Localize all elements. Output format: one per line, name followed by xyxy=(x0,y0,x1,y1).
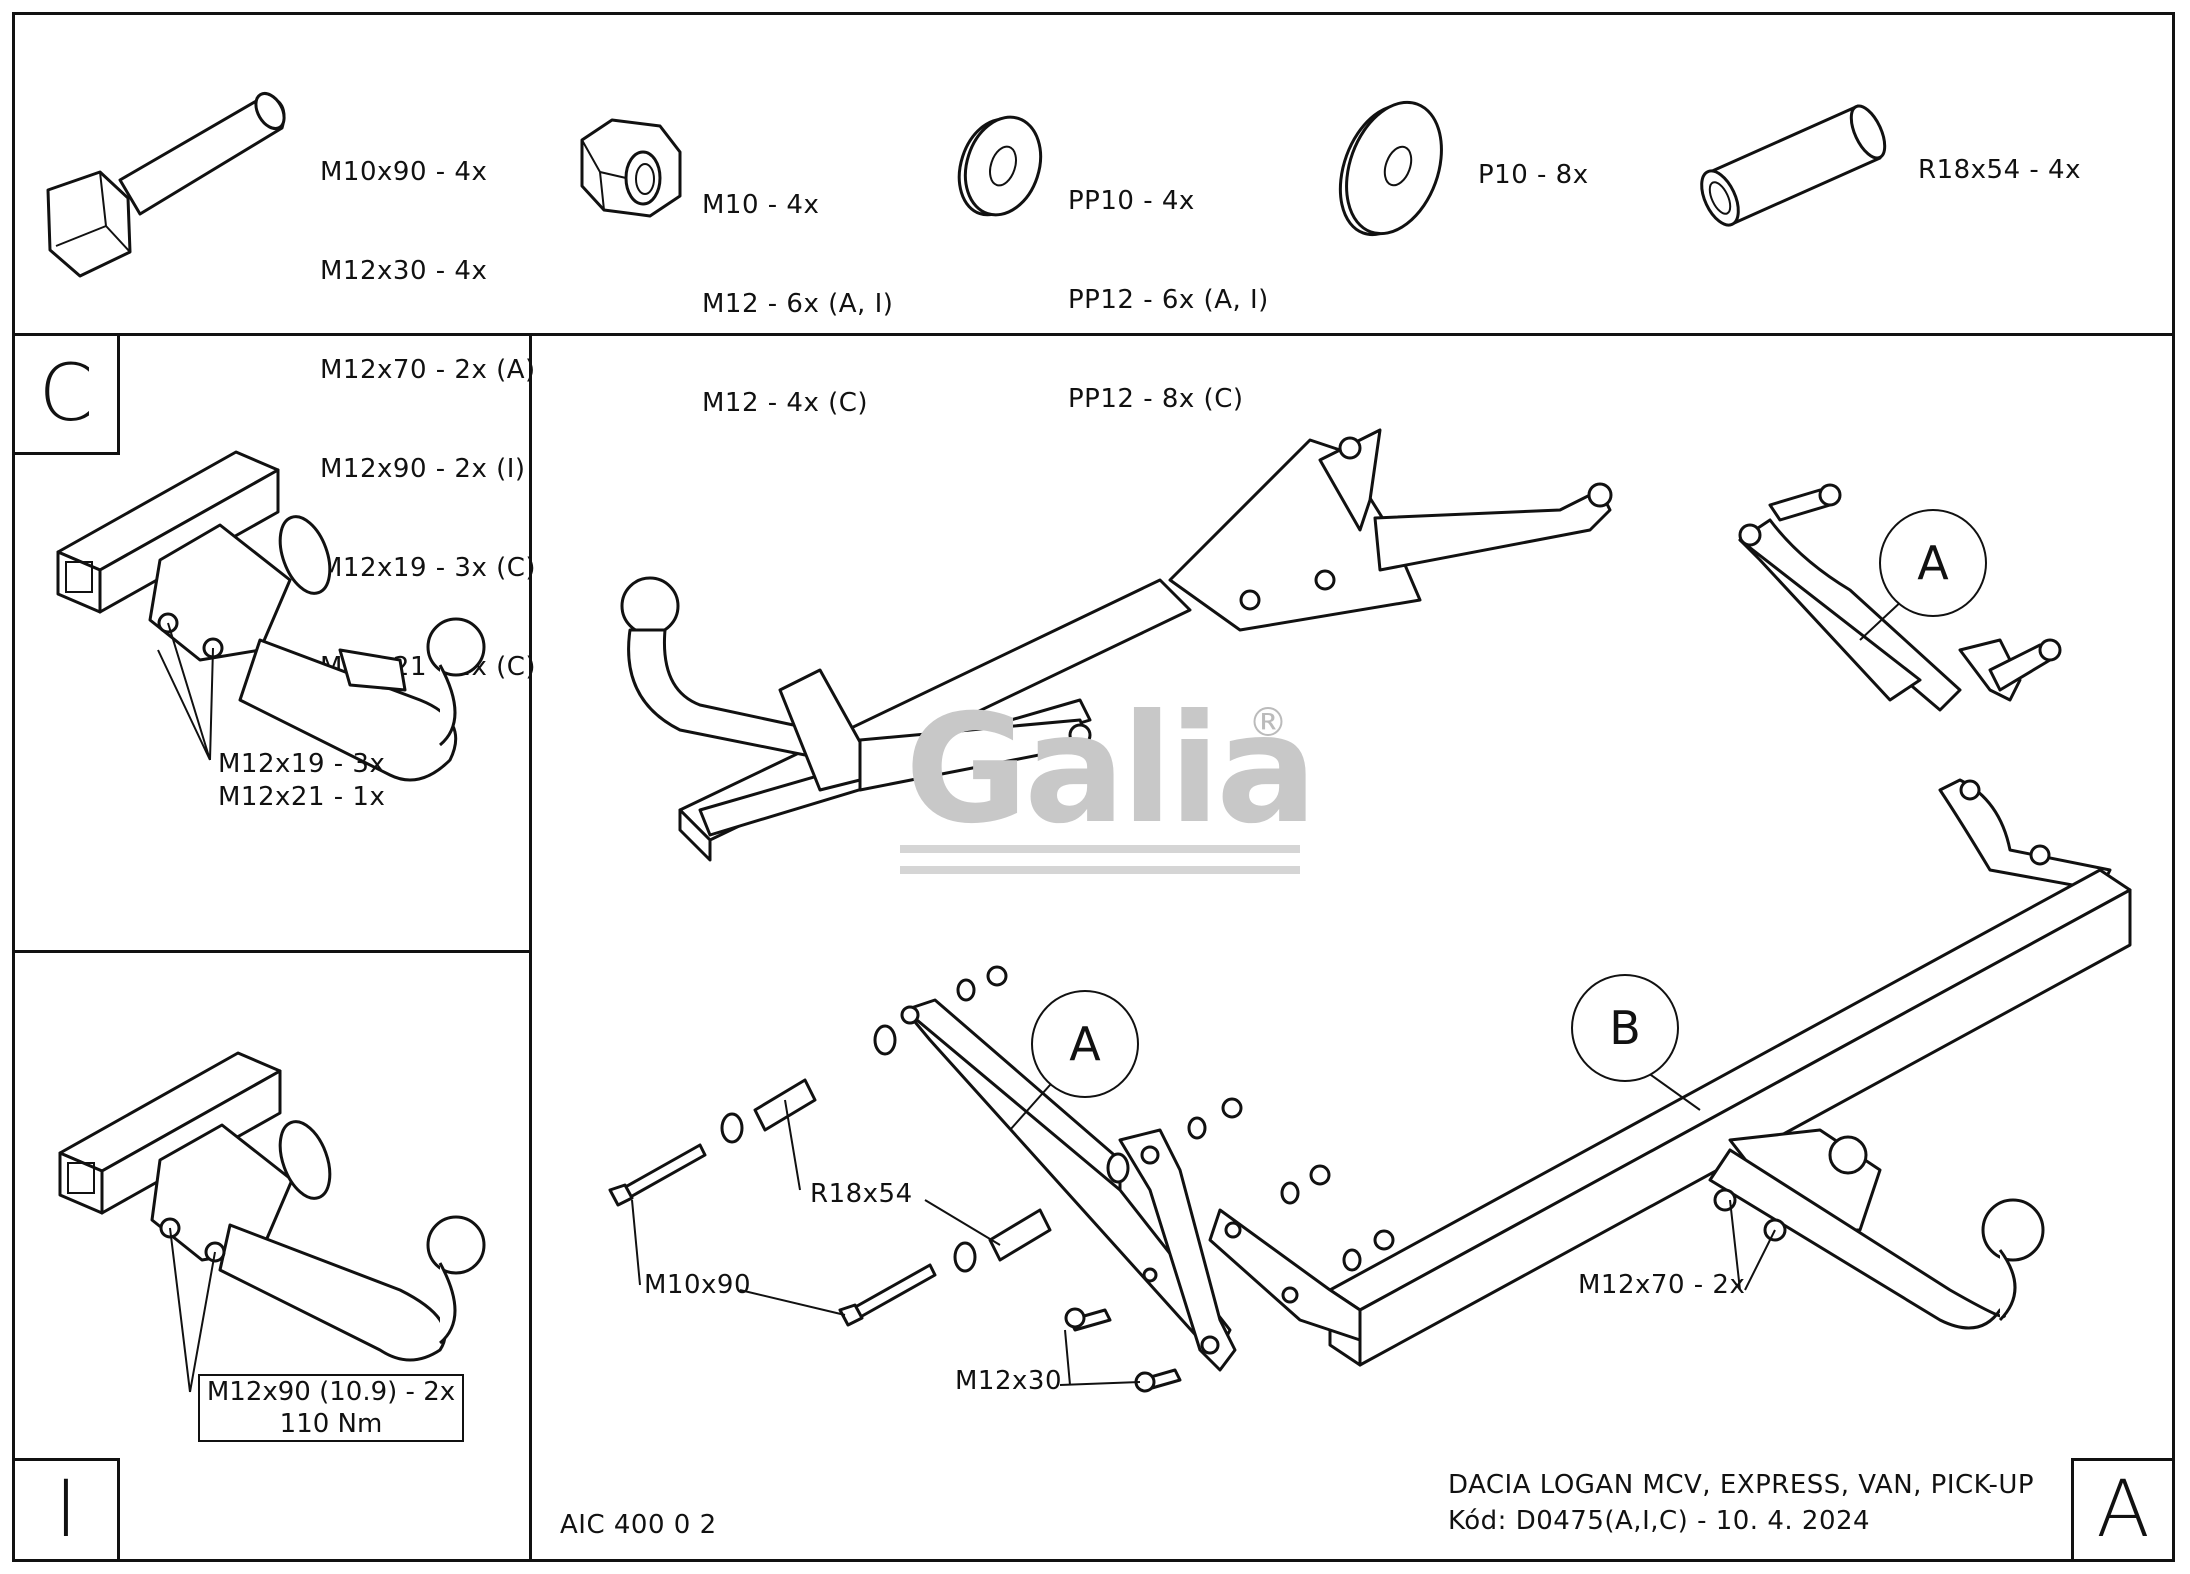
panel-c-towbar-drawing xyxy=(56,450,486,782)
bolt-spec-line: M12x30 - 4x xyxy=(320,256,488,286)
bolt-spec-line: M12x19 - 3x (C) xyxy=(320,553,537,583)
panel-i-letter: I xyxy=(12,1458,120,1562)
bolt-spec-line: M12x70 - 2x (A) xyxy=(320,355,536,385)
bubble-a-upper: A xyxy=(1879,509,1987,617)
tow-ball-drawing xyxy=(1708,1128,2045,1330)
hardware-exploded xyxy=(608,965,1395,1393)
label-m10x90: M10x90 xyxy=(644,1270,751,1300)
panel-c-callout-line-1: M12x19 - 3x xyxy=(218,749,386,779)
galia-registered-mark: ® xyxy=(1248,700,1288,746)
washer-spec-line: PP10 - 4x xyxy=(1068,186,1195,216)
kod-line: Kód: D0475(A,I,C) - 10. 4. 2024 xyxy=(1448,1506,1871,1536)
washer-spec-line: PP12 - 6x (A, I) xyxy=(1068,285,1269,315)
header-divider xyxy=(12,333,2175,336)
label-m12x70: M12x70 - 2x xyxy=(1578,1270,1746,1300)
drawing-code: AIC 400 0 2 xyxy=(560,1510,717,1540)
panel-c-letter: C xyxy=(12,333,120,455)
nut-spec-line: M10 - 4x xyxy=(702,190,820,220)
bolt-spec-line: M10x90 - 4x xyxy=(320,157,488,187)
main-letter: A xyxy=(2071,1458,2175,1562)
left-bracket-a-drawing xyxy=(900,998,1237,1372)
label-r18x54: R18x54 xyxy=(810,1179,913,1209)
assembled-towbar-drawing xyxy=(620,428,1613,862)
vehicle-title: DACIA LOGAN MCV, EXPRESS, VAN, PICK-UP xyxy=(1448,1470,2035,1500)
panel-i-callout-box: M12x90 (10.9) - 2x 110 Nm xyxy=(198,1374,464,1442)
bubble-a-lower: A xyxy=(1031,990,1139,1098)
bolt-spec-list: M10x90 - 4x M12x30 - 4x M12x70 - 2x (A) … xyxy=(320,90,536,717)
label-m12x30: M12x30 xyxy=(955,1366,1062,1396)
panel-i-callout-line-2: 110 Nm xyxy=(279,1409,383,1439)
nut-icon xyxy=(580,118,682,218)
spacer-icon xyxy=(1700,104,1887,227)
nut-spec-line: M12 - 4x (C) xyxy=(702,388,869,418)
crossbar-b-drawing xyxy=(1208,868,2132,1367)
nut-spec-list: M10 - 4x M12 - 6x (A, I) M12 - 4x (C) xyxy=(702,123,893,453)
washer-icon xyxy=(957,115,1043,217)
spacer-spec: R18x54 - 4x xyxy=(1918,155,2081,185)
nut-spec-line: M12 - 6x (A, I) xyxy=(702,289,894,319)
galia-watermark-text: Galia xyxy=(905,683,1317,857)
panel-c-callout-line-2: M12x21 - 1x xyxy=(218,782,386,812)
bolt-icon xyxy=(46,91,286,278)
large-washer-icon xyxy=(1338,100,1443,237)
left-column-divider xyxy=(529,333,532,1562)
washer-spec-list: PP10 - 4x PP12 - 6x (A, I) PP12 - 8x (C) xyxy=(1068,119,1269,449)
panel-i-towbar-drawing xyxy=(58,1051,486,1393)
drawing-frame xyxy=(12,12,2175,1562)
left-panels-divider xyxy=(12,950,530,953)
bolt-spec-line: M12x90 - 2x (I) xyxy=(320,454,526,484)
washer-spec-line: PP12 - 8x (C) xyxy=(1068,384,1244,414)
bubble-b: B xyxy=(1571,974,1679,1082)
large-washer-spec: P10 - 8x xyxy=(1478,160,1589,190)
galia-watermark-logo xyxy=(900,845,1300,874)
panel-i-callout-line-1: M12x90 (10.9) - 2x xyxy=(206,1377,456,1407)
